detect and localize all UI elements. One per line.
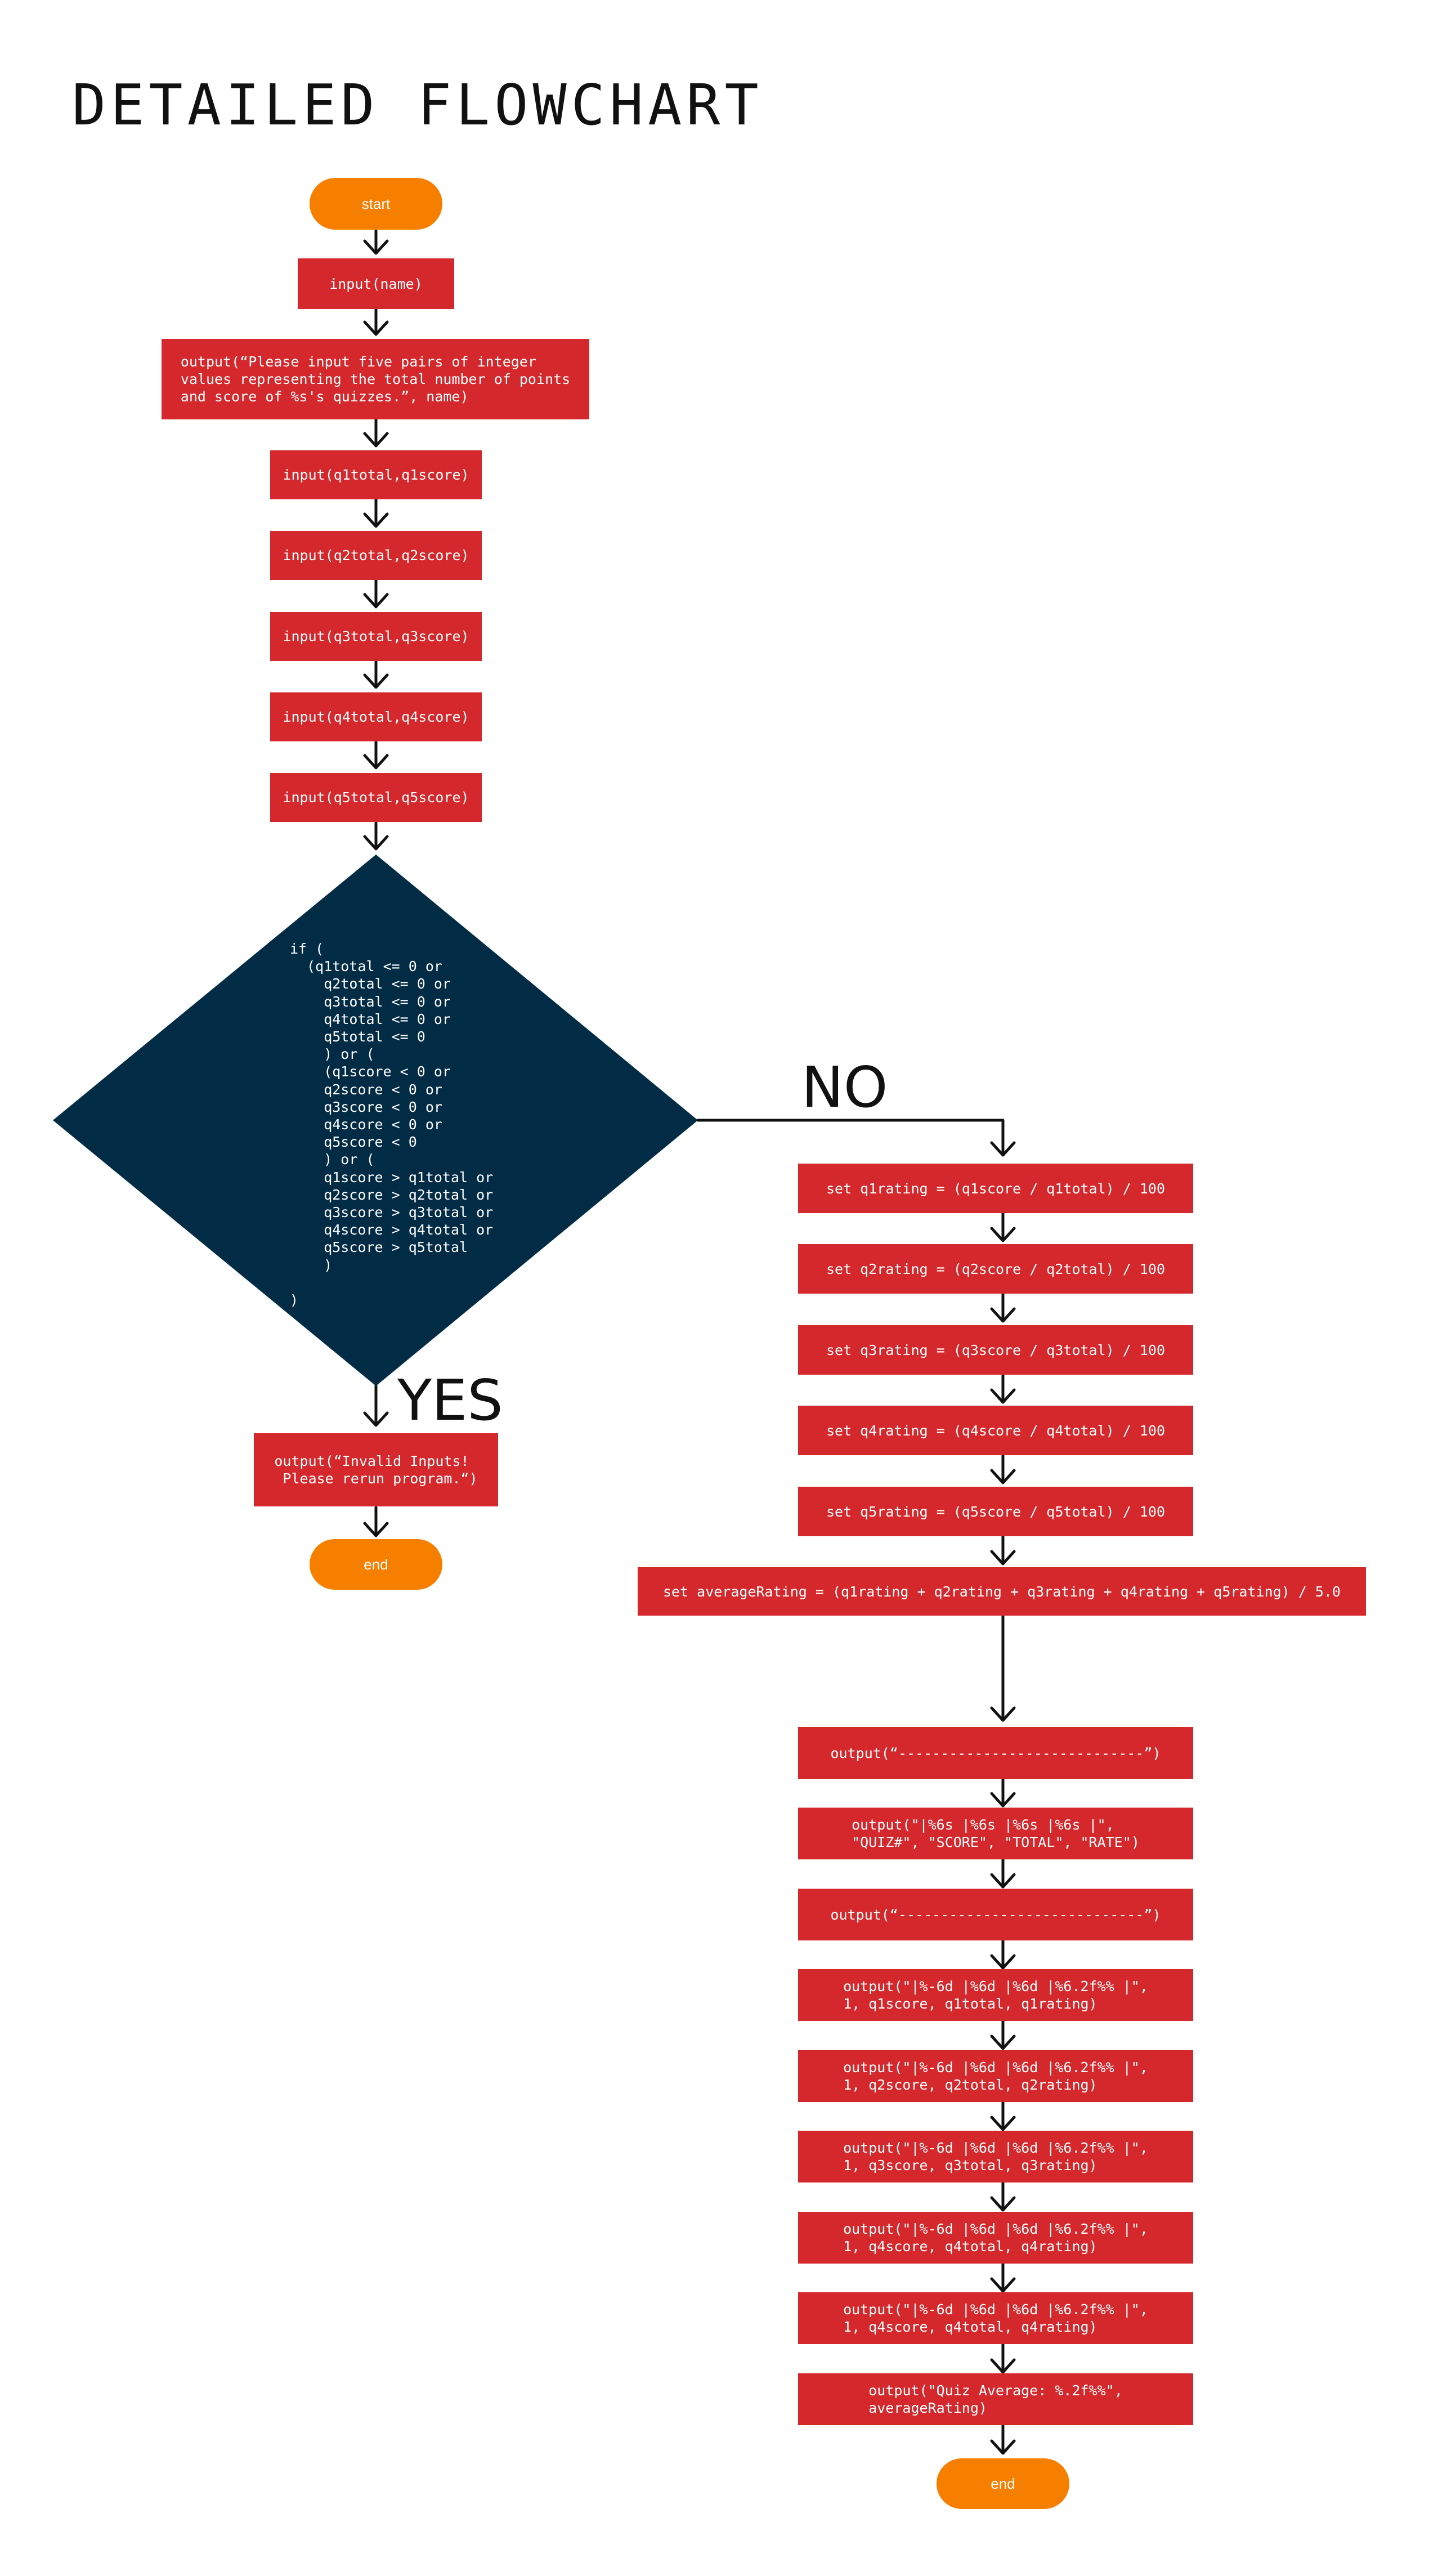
row-output-label-2: output("|%-6d |%6d |%6d |%6.2f%% |", 1, … [843, 2059, 1148, 2093]
input-q5-label: input(q5total,q5score) [283, 789, 469, 806]
set-q1-label: set q1rating = (q1score / q1total) / 100 [826, 1180, 1166, 1197]
no-label: NO [801, 1054, 888, 1120]
arrow-set-q3-to-q4 [990, 1373, 1016, 1404]
input-q2-box: input(q2total,q2score) [270, 531, 482, 580]
arrow-invalid-to-end [363, 1506, 389, 1537]
set-average-label: set averageRating = (q1rating + q2rating… [662, 1583, 1341, 1600]
input-name-box: input(name) [298, 258, 454, 309]
input-q4-label: input(q4total,q4score) [283, 709, 469, 725]
input-q2-label: input(q2total,q2score) [283, 547, 469, 564]
arrow-set-q5-to-avg [990, 1535, 1016, 1566]
separator-output-box-1: output(“-----------------------------”) [798, 1727, 1193, 1779]
header-output-label: output("|%6s |%6s |%6s |%6s |", "QUIZ#",… [852, 1817, 1140, 1850]
arrow-row3-to-row4 [990, 2181, 1016, 2212]
separator-output-label-2: output(“-----------------------------”) [830, 1906, 1161, 1923]
row-output-label-5: output("|%-6d |%6d |%6d |%6.2f%% |", 1, … [843, 2301, 1148, 2335]
row-output-box-5: output("|%-6d |%6d |%6d |%6.2f%% |", 1, … [798, 2292, 1193, 2344]
yes-label: YES [397, 1367, 503, 1433]
arrow-avg-out-to-end [990, 2423, 1016, 2455]
row-output-label-3: output("|%-6d |%6d |%6d |%6.2f%% |", 1, … [843, 2140, 1148, 2174]
arrow-decision-no [696, 1119, 1016, 1157]
quiz-average-output-label: output("Quiz Average: %.2f%%", averageRa… [868, 2382, 1123, 2416]
row-output-label-1: output("|%-6d |%6d |%6d |%6.2f%% |", 1, … [843, 1978, 1148, 2012]
right-end-terminal: end [937, 2458, 1069, 2509]
input-q1-box: input(q1total,q1score) [270, 450, 482, 499]
arrow-row4-to-row5 [990, 2262, 1016, 2293]
input-q5-box: input(q5total,q5score) [270, 773, 482, 822]
prompt-output-box: output(“Please input five pairs of integ… [162, 339, 589, 419]
arrow-input-name-to-prompt [363, 307, 389, 336]
arrow-row2-to-row3 [990, 2100, 1016, 2131]
set-q3-box: set q3rating = (q3score / q3total) / 100 [798, 1325, 1193, 1375]
input-q3-label: input(q3total,q3score) [283, 628, 469, 645]
invalid-output-box: output(“Invalid Inputs! Please rerun pro… [254, 1433, 498, 1506]
arrow-input-q4-to-q5 [363, 740, 389, 770]
set-q2-label: set q2rating = (q2score / q2total) / 100 [826, 1260, 1166, 1277]
row-output-box-3: output("|%-6d |%6d |%6d |%6.2f%% |", 1, … [798, 2131, 1193, 2183]
right-end-label: end [991, 2475, 1015, 2492]
input-q4-box: input(q4total,q4score) [270, 692, 482, 741]
start-terminal: start [310, 178, 442, 230]
set-q4-label: set q4rating = (q4score / q4total) / 100 [826, 1422, 1166, 1439]
input-q3-box: input(q3total,q3score) [270, 612, 482, 661]
row-output-box-4: output("|%-6d |%6d |%6d |%6.2f%% |", 1, … [798, 2212, 1193, 2264]
input-q1-label: input(q1total,q1score) [283, 467, 469, 483]
arrow-row5-to-avg-out [990, 2342, 1016, 2374]
arrow-set-q4-to-q5 [990, 1454, 1016, 1484]
set-q4-box: set q4rating = (q4score / q4total) / 100 [798, 1406, 1193, 1455]
arrow-input-q1-to-q2 [363, 494, 389, 528]
arrow-input-q3-to-q4 [363, 660, 389, 689]
quiz-average-output-box: output("Quiz Average: %.2f%%", averageRa… [798, 2373, 1193, 2425]
header-output-box: output("|%6s |%6s |%6s |%6s |", "QUIZ#",… [798, 1808, 1193, 1859]
arrow-sep1-to-header [990, 1777, 1016, 1808]
left-end-label: end [364, 1555, 388, 1573]
set-average-box: set averageRating = (q1rating + q2rating… [638, 1567, 1366, 1616]
arrow-set-q2-to-q3 [990, 1292, 1016, 1323]
set-q2-box: set q2rating = (q2score / q2total) / 100 [798, 1244, 1193, 1294]
arrow-input-q5-to-decision [363, 821, 389, 851]
arrow-set-q1-to-q2 [990, 1211, 1016, 1242]
left-end-terminal: end [310, 1539, 442, 1590]
start-label: start [361, 195, 391, 212]
row-output-label-4: output("|%-6d |%6d |%6d |%6.2f%% |", 1, … [843, 2221, 1148, 2255]
arrow-avg-to-sep1 [990, 1614, 1016, 1722]
arrow-input-q2-to-q3 [363, 578, 389, 609]
arrow-header-to-sep2 [990, 1858, 1016, 1889]
separator-output-label-1: output(“-----------------------------”) [830, 1745, 1161, 1761]
set-q1-box: set q1rating = (q1score / q1total) / 100 [798, 1164, 1193, 1213]
input-name-label: input(name) [329, 275, 423, 292]
set-q3-label: set q3rating = (q3score / q3total) / 100 [826, 1341, 1166, 1358]
row-output-box-2: output("|%-6d |%6d |%6d |%6.2f%% |", 1, … [798, 2050, 1193, 2102]
prompt-output-label: output(“Please input five pairs of integ… [180, 354, 571, 405]
row-output-box-1: output("|%-6d |%6d |%6d |%6.2f%% |", 1, … [798, 1969, 1193, 2021]
page-title: DETAILED FLOWCHART [72, 72, 763, 138]
arrow-decision-yes [363, 1384, 389, 1427]
decision-condition: if ( (q1total <= 0 or q2total <= 0 or q3… [290, 941, 494, 1309]
invalid-output-label: output(“Invalid Inputs! Please rerun pro… [274, 1453, 478, 1487]
set-q5-label: set q5rating = (q5score / q5total) / 100 [826, 1503, 1166, 1520]
arrow-start-to-input-name [363, 229, 389, 255]
arrow-row1-to-row2 [990, 2019, 1016, 2050]
separator-output-box-2: output(“-----------------------------”) [798, 1889, 1193, 1940]
set-q5-box: set q5rating = (q5score / q5total) / 100 [798, 1487, 1193, 1536]
arrow-sep2-to-row1 [990, 1939, 1016, 1970]
decision-diamond [53, 855, 698, 1386]
arrow-prompt-to-input-q1 [363, 418, 389, 448]
